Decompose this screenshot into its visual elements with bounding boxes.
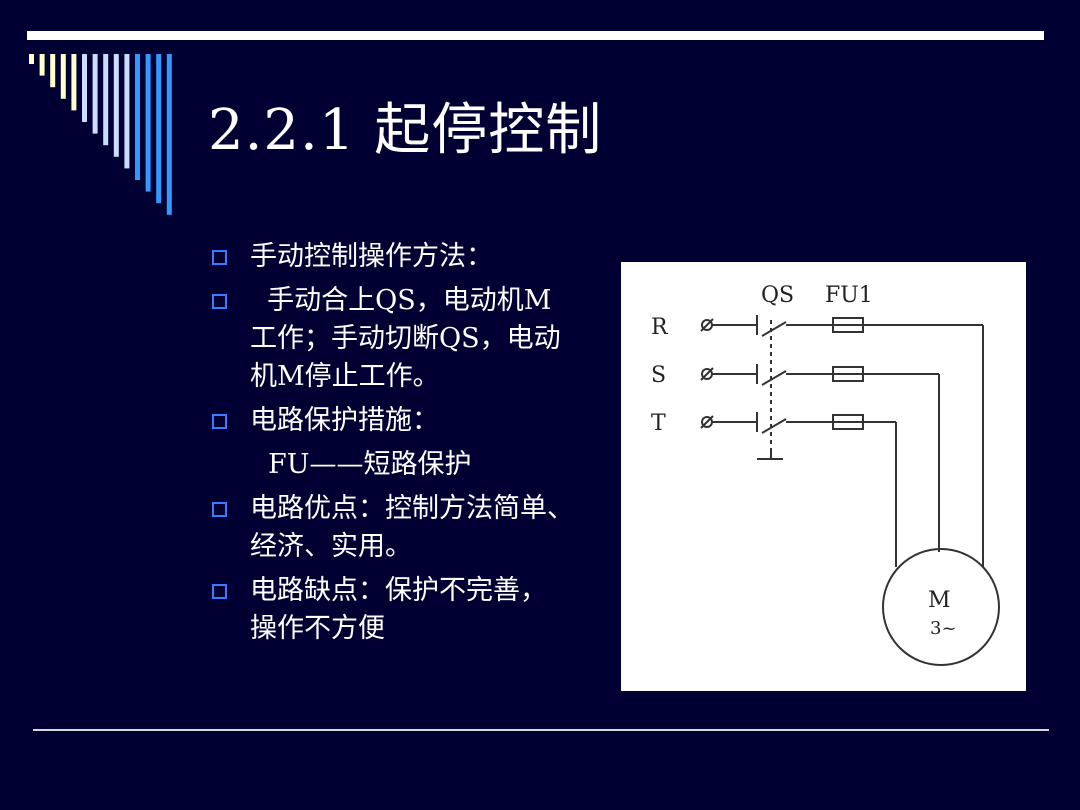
bullet-item: 电路缺点：保护不完善， 操作不方便 [212,572,612,648]
stripe [50,54,56,88]
stripe [103,54,109,146]
stripe [156,54,162,204]
bullet-item: 电路保护措施： [212,402,612,440]
label-t: T [651,411,666,436]
bullet-text: 手动控制操作方法： [250,241,493,272]
bullet-subline: FU——短路保护 [268,449,472,480]
bullet-text: 经济、实用。 [250,531,412,562]
label-s: S [651,363,666,388]
bullet-square-icon [212,584,227,599]
bullet-text: 电路优点：控制方法简单、 [250,493,574,524]
stripe [92,54,98,134]
bullet-square-icon [212,294,227,309]
top-rule [27,31,1044,40]
stripe [60,54,66,99]
motor-circle [882,548,1000,666]
bullet-list: 手动控制操作方法： 手动合上QS，电动机M 工作；手动切断QS，电动 机M停止工… [212,238,612,654]
motor-label: M [928,588,951,613]
bullet-text: 操作不方便 [250,613,385,644]
label-r: R [651,315,669,340]
decorative-stripes [29,54,172,215]
bullet-text: 电路缺点：保护不完善， [250,575,547,606]
stripe [145,54,151,192]
stripe [71,54,77,111]
bullet-text: 工作；手动切断QS，电动 [250,323,561,354]
bullet-item: 手动合上QS，电动机M 工作；手动切断QS，电动 机M停止工作。 [212,282,612,396]
circuit-diagram: QS FU1 R S T M 3~ [621,262,1026,691]
stripe [39,54,45,76]
bullet-square-icon [212,250,227,265]
bullet-square-icon [212,414,227,429]
stripe [82,54,87,122]
bullet-item: 电路优点：控制方法简单、 经济、实用。 [212,490,612,566]
motor-phase-label: 3~ [930,618,957,639]
bottom-rule [33,729,1049,731]
bullet-square-icon [212,502,227,517]
label-qs: QS [761,283,794,308]
stripe [166,54,172,215]
bullet-text: 电路保护措施： [250,405,439,436]
bullet-item: 手动控制操作方法： [212,238,612,276]
stripe [113,54,119,157]
slide-title: 2.2.1 起停控制 [208,98,603,163]
label-fu1: FU1 [825,283,873,308]
bullet-text: 机M停止工作。 [250,361,440,392]
bullet-text: 手动合上QS，电动机M [250,285,552,316]
stripe [124,54,130,169]
stripe [135,54,140,180]
stripe [29,54,34,64]
